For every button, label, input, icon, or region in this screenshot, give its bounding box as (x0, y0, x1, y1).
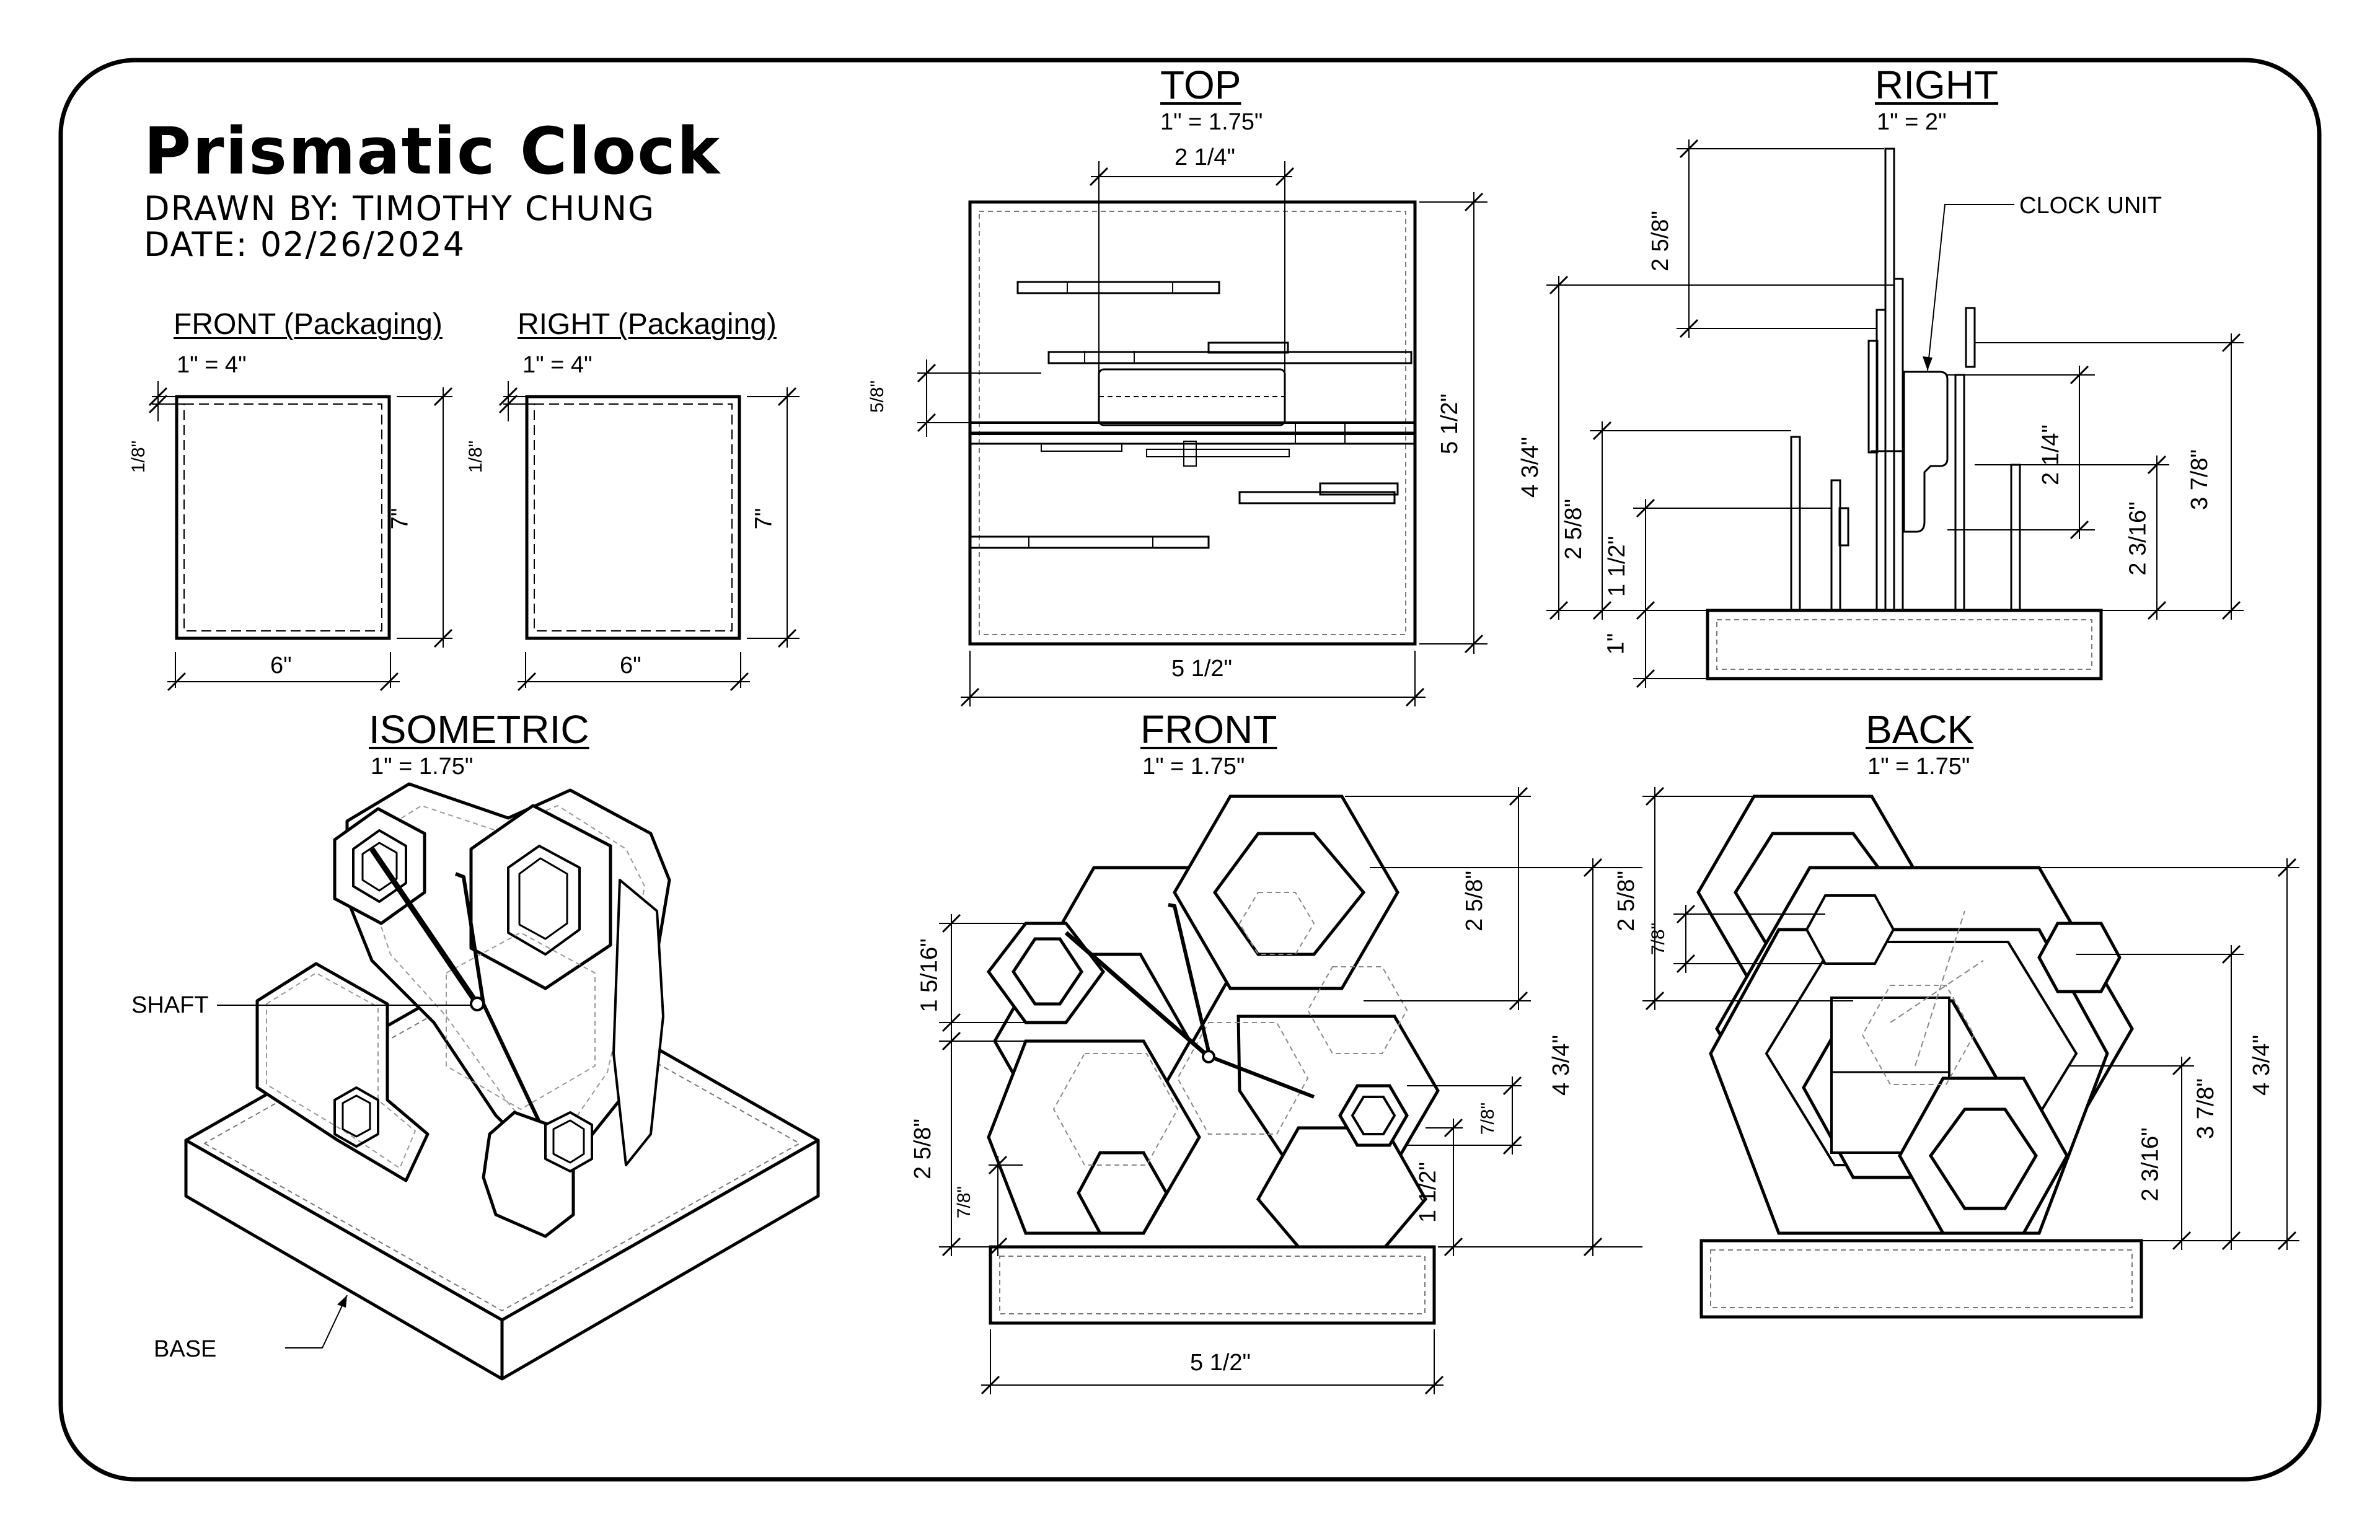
back-dim-e: 2 3/16" (2137, 1127, 2164, 1202)
back-view (1642, 786, 2299, 1319)
packaging-right-view (498, 381, 800, 692)
front-dim-e: 4 3/4" (1548, 1034, 1575, 1096)
packaging-right-wall: 1/8" (465, 440, 487, 473)
packaging-right-scale: 1" = 4" (522, 352, 593, 378)
packaging-front-height: 7" (387, 508, 413, 530)
back-dim-d: 4 3/4" (2249, 1034, 2275, 1096)
right-dim-b: 4 3/4" (1517, 436, 1544, 498)
front-view (939, 786, 1642, 1395)
front-view-scale: 1" = 1.75" (1142, 754, 1245, 780)
packaging-right-width: 6" (620, 653, 641, 679)
packaging-right-height: 7" (751, 508, 777, 530)
packaging-front-wall: 1/8" (128, 440, 149, 473)
packaging-front-view (148, 381, 453, 692)
right-dim-h: 3 7/8" (2187, 449, 2213, 511)
front-dim-f: 7/8" (1478, 1102, 1499, 1135)
right-dim-g: 2 3/16" (2125, 501, 2151, 576)
drawing-title: Prismatic Clock (144, 113, 721, 189)
front-view-title: FRONT (1140, 707, 1277, 752)
top-view-scale: 1" = 1.75" (1160, 109, 1263, 135)
front-dim-d: 2 5/8" (1461, 870, 1488, 932)
right-dim-a: 2 5/8" (1647, 210, 1674, 272)
right-dim-f: 2 1/4" (2038, 424, 2065, 486)
front-dim-g: 1 1/2" (1415, 1161, 1442, 1223)
isometric-view (184, 782, 820, 1381)
back-dim-a: 2 5/8" (1613, 870, 1640, 932)
back-view-title: BACK (1866, 707, 1974, 752)
right-dim-c: 2 5/8" (1561, 498, 1587, 560)
packaging-front-title: FRONT (Packaging) (174, 308, 443, 341)
packaging-right-title: RIGHT (Packaging) (518, 308, 777, 341)
top-dim-gap: 5/8" (867, 380, 888, 413)
front-dim-c: 7/8" (954, 1186, 975, 1219)
right-view-title: RIGHT (1875, 63, 1999, 107)
right-dim-d: 1 1/2" (1604, 535, 1631, 597)
front-dim-h: 5 1/2" (1190, 1350, 1251, 1376)
top-dim-base: 5 1/2" (1171, 656, 1233, 682)
isometric-scale: 1" = 1.75" (371, 754, 474, 780)
shaft-callout: SHAFT (131, 992, 209, 1018)
front-dim-b: 2 5/8" (910, 1118, 937, 1180)
sheet-border (58, 58, 2322, 1482)
back-dim-c: 3 7/8" (2193, 1078, 2219, 1140)
back-dim-b: 7/8" (1648, 922, 1669, 956)
right-dim-e: 1" (1603, 633, 1629, 655)
right-view-scale: 1" = 2" (1877, 109, 1947, 135)
clock-unit-callout: CLOCK UNIT (2019, 193, 2162, 219)
top-view (917, 161, 1488, 707)
front-dim-a: 1 5/16" (916, 938, 943, 1013)
top-dim-width: 2 1/4" (1175, 144, 1236, 170)
back-view-scale: 1" = 1.75" (1867, 754, 1970, 780)
drawing-date: DATE: 02/26/2024 (144, 225, 466, 264)
top-dim-depth: 5 1/2" (1437, 393, 1463, 455)
drawn-by: DRAWN BY: TIMOTHY CHUNG (144, 189, 655, 228)
packaging-front-scale: 1" = 4" (177, 352, 247, 378)
isometric-title: ISOMETRIC (369, 707, 589, 752)
right-view (1546, 139, 2244, 689)
packaging-front-width: 6" (270, 653, 292, 679)
top-view-title: TOP (1160, 63, 1241, 107)
base-callout: BASE (154, 1336, 217, 1362)
